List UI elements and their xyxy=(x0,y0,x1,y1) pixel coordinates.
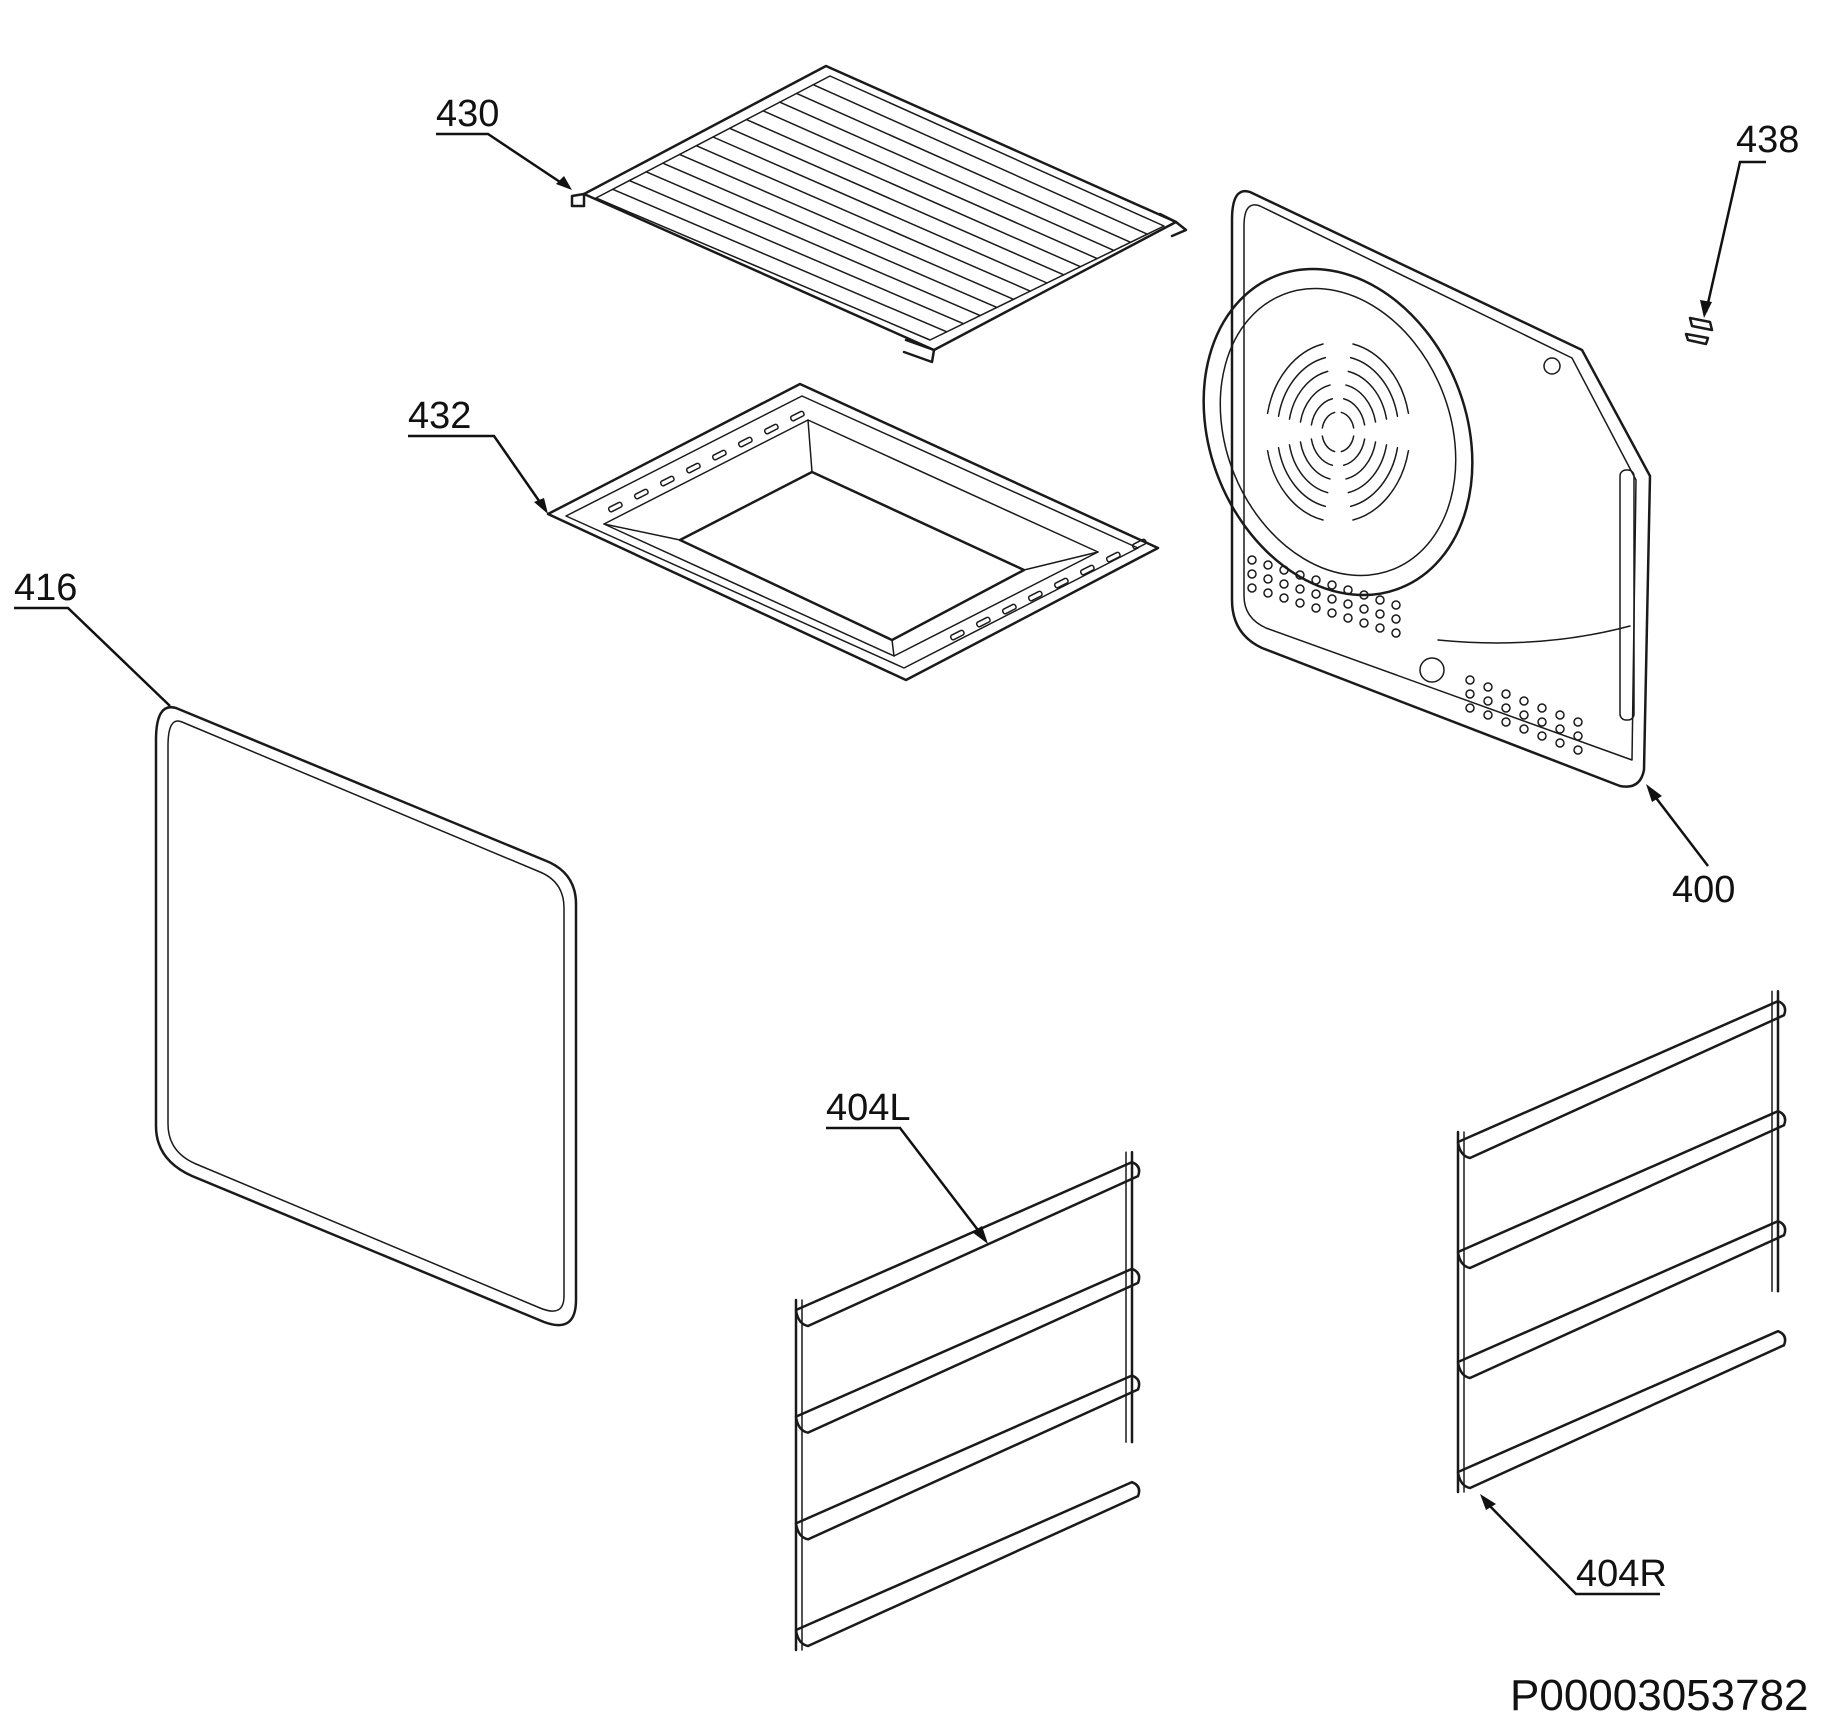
label-404L: 404L xyxy=(826,1087,911,1129)
part-400-back-panel xyxy=(1202,189,1652,788)
label-400: 400 xyxy=(1672,869,1735,911)
drawing-code: P00003053782 xyxy=(1510,1671,1809,1720)
part-438-clip xyxy=(1684,316,1714,346)
label-416: 416 xyxy=(14,567,77,609)
part-432-baking-tray xyxy=(546,382,1160,682)
label-438: 438 xyxy=(1736,119,1799,161)
label-432: 432 xyxy=(408,395,471,437)
label-404R: 404R xyxy=(1576,1553,1667,1595)
part-404R-right-runner xyxy=(1456,989,1787,1494)
label-430: 430 xyxy=(436,93,499,135)
part-430-wire-shelf xyxy=(570,64,1188,364)
part-416-door-seal xyxy=(154,705,578,1327)
part-404L-left-runner xyxy=(794,1150,1141,1652)
